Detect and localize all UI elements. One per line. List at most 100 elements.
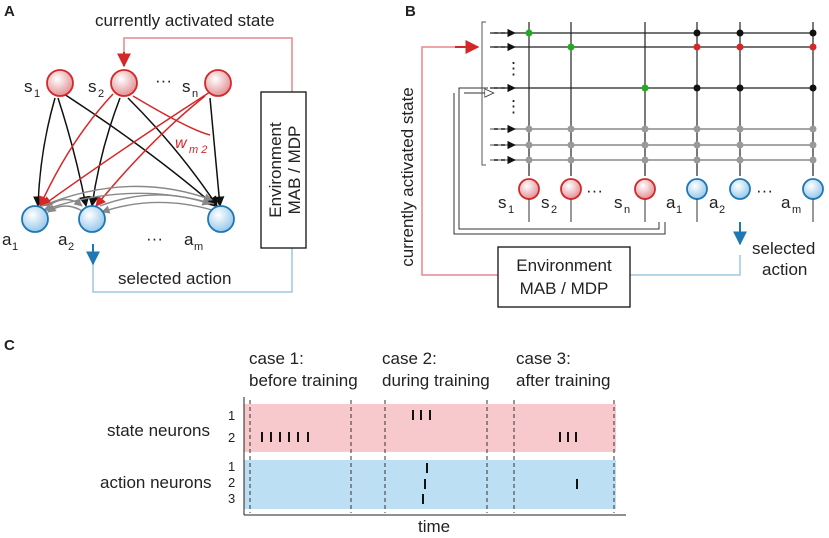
panel-b-grid-rows-gray bbox=[490, 128, 816, 161]
x-axis-label: time bbox=[418, 517, 450, 536]
synapse-black bbox=[693, 29, 701, 37]
action-band bbox=[244, 460, 616, 509]
edge-sn-am bbox=[209, 97, 225, 208]
action-sub-am: m bbox=[194, 241, 203, 253]
synapse-gray bbox=[693, 125, 701, 133]
neuron-s2 bbox=[560, 178, 582, 200]
synapse-black bbox=[736, 84, 744, 92]
panel-a-lateral-connections bbox=[41, 185, 215, 214]
lateral-am-a1 bbox=[43, 192, 215, 212]
synapse-black bbox=[736, 29, 744, 37]
panel-a-top-label: currently activated state bbox=[95, 11, 275, 30]
synapse-red bbox=[809, 43, 817, 51]
lateral-a1-am bbox=[41, 185, 213, 207]
panel-b-action-line bbox=[630, 255, 741, 276]
panel-b-vdots-2: ⋮ bbox=[505, 97, 522, 116]
panel-b-neuron-stems bbox=[528, 199, 814, 222]
neuron-s1 bbox=[518, 178, 540, 200]
panel-a: A currently activated state selected act… bbox=[2, 3, 307, 293]
case-1-line1: case 1: bbox=[249, 349, 304, 368]
state-label-s2: s bbox=[88, 77, 97, 96]
panel-a-bottom-label: selected action bbox=[118, 269, 231, 288]
state-node-s2 bbox=[110, 69, 138, 97]
synapse-gray bbox=[693, 141, 701, 149]
synapse-red bbox=[736, 43, 744, 51]
neuron-label-a2: a bbox=[709, 193, 719, 212]
neuron-sub-a2: 2 bbox=[719, 204, 725, 216]
action-sub-a1: 1 bbox=[12, 241, 18, 253]
edge-s2-a2 bbox=[88, 97, 121, 208]
panel-a-action-line bbox=[92, 248, 293, 293]
action-row-1: 1 bbox=[228, 459, 235, 474]
panel-a-weight-sub: m 2 bbox=[189, 144, 207, 156]
case-2-line2: during training bbox=[382, 371, 490, 390]
panel-a-environment-line2: MAB / MDP bbox=[285, 126, 304, 215]
synapse-gray bbox=[809, 141, 817, 149]
synapse-red bbox=[693, 43, 701, 51]
panel-b-neurons bbox=[518, 178, 824, 200]
synapse-gray bbox=[736, 156, 744, 164]
panel-b-selected-label-2: action bbox=[762, 260, 807, 279]
action-row-2: 2 bbox=[228, 475, 235, 490]
state-row-1: 1 bbox=[228, 408, 235, 423]
edge-weight-wm2 bbox=[132, 95, 211, 136]
action-label-am: a bbox=[184, 230, 194, 249]
synapse-gray bbox=[736, 141, 744, 149]
state-row-2: 2 bbox=[228, 430, 235, 445]
action-label-a2: a bbox=[58, 230, 68, 249]
state-label-sn: s bbox=[182, 77, 191, 96]
action-ellipsis: ··· bbox=[146, 229, 163, 248]
panel-b-grid-rows bbox=[490, 32, 816, 89]
state-node-sn bbox=[204, 69, 232, 97]
synapse-green bbox=[641, 84, 649, 92]
action-label-a1: a bbox=[2, 230, 12, 249]
case-2-line1: case 2: bbox=[382, 349, 437, 368]
edge-s1-a1 bbox=[33, 97, 56, 208]
panel-b-synapses bbox=[525, 29, 817, 92]
panel-b-environment-line2: MAB / MDP bbox=[520, 279, 609, 298]
synapse-gray bbox=[693, 156, 701, 164]
neuron-ellipsis-s: ··· bbox=[586, 181, 603, 200]
synapse-gray bbox=[641, 141, 649, 149]
synapse-black bbox=[809, 84, 817, 92]
panel-b-double-line-outer bbox=[458, 87, 660, 230]
synapse-gray bbox=[525, 125, 533, 133]
lateral-a2-am bbox=[99, 194, 211, 207]
synapse-gray bbox=[567, 156, 575, 164]
edge-s1-am bbox=[63, 93, 216, 207]
action-sub-a2: 2 bbox=[68, 241, 74, 253]
panel-a-weight-label: w bbox=[175, 135, 188, 152]
action-neurons-label: action neurons bbox=[100, 473, 212, 492]
state-ellipsis: ··· bbox=[155, 71, 172, 90]
edge-sn-a2 bbox=[95, 95, 206, 207]
edge-s2-a1 bbox=[39, 93, 114, 207]
panel-c: C case 1: before training case 2: during… bbox=[4, 337, 626, 536]
neuron-label-s1: s bbox=[498, 193, 507, 212]
state-sub-s1: 1 bbox=[34, 88, 40, 100]
synapse-gray bbox=[567, 141, 575, 149]
synapse-gray bbox=[525, 156, 533, 164]
panel-b-lateral-synapses bbox=[525, 125, 817, 164]
neuron-sub-am: m bbox=[792, 204, 801, 216]
synapse-gray bbox=[809, 125, 817, 133]
panel-b-vdots-1: ⋮ bbox=[505, 59, 522, 78]
neuron-sub-sn: n bbox=[624, 204, 630, 216]
panel-b-side-label: currently activated state bbox=[398, 87, 417, 267]
case-1-line2: before training bbox=[249, 371, 358, 390]
synapse-green bbox=[567, 43, 575, 51]
panel-c-letter: C bbox=[4, 337, 15, 354]
spike-raster bbox=[261, 410, 578, 504]
synapse-black bbox=[809, 29, 817, 37]
panel-b-feedback-line bbox=[421, 46, 498, 276]
panel-b: B currently activated state selected act… bbox=[398, 3, 824, 308]
panel-b-environment-box bbox=[497, 246, 631, 308]
synapse-gray bbox=[809, 156, 817, 164]
neuron-sub-a1: 1 bbox=[676, 204, 682, 216]
panel-b-row-inputs bbox=[494, 28, 516, 165]
state-sub-sn: n bbox=[192, 88, 198, 100]
lateral-am-a2 bbox=[101, 201, 213, 214]
neuron-label-a1: a bbox=[666, 193, 676, 212]
synapse-gray bbox=[736, 125, 744, 133]
neuron-a1 bbox=[686, 178, 708, 200]
